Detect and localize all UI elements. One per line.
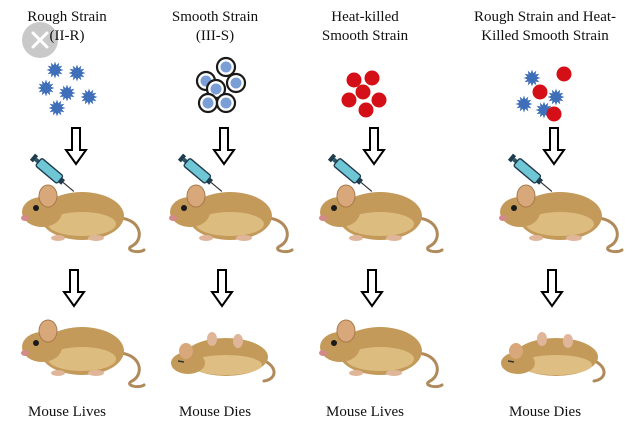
rough-bacterium-icon xyxy=(68,64,86,82)
down-arrow-icon xyxy=(210,269,234,308)
heat-killed-bacterium-icon xyxy=(371,92,387,108)
rough-bacterium-icon xyxy=(48,99,66,117)
rough-bacterium-icon xyxy=(37,79,55,97)
syringe-icon xyxy=(29,153,75,192)
experiment-outcome: Mouse Dies xyxy=(508,404,582,420)
down-arrow-icon xyxy=(64,127,88,166)
injected-mouse xyxy=(499,184,624,254)
experiment-title: Heat-killed Smooth Strain xyxy=(321,9,409,44)
rough-bacterium-icon xyxy=(547,88,565,106)
heat-killed-bacterium-icon xyxy=(546,106,562,122)
experiment-title: Rough Strain (II-R) xyxy=(27,9,107,44)
experiment-outcome: Mouse Lives xyxy=(28,404,106,420)
dead-mouse xyxy=(171,332,276,383)
rough-bacterium-icon xyxy=(535,101,553,119)
down-arrow-icon xyxy=(362,127,386,166)
syringe-icon xyxy=(327,153,373,192)
experiment-outcome: Mouse Dies xyxy=(178,404,252,420)
experiment-art xyxy=(169,56,294,383)
syringe-icon xyxy=(177,153,223,192)
rough-bacterium-icon xyxy=(515,95,533,113)
bacteria-cluster xyxy=(195,56,247,114)
smooth-bacterium-icon xyxy=(205,78,227,100)
smooth-bacterium-icon xyxy=(197,92,219,114)
living-mouse xyxy=(21,319,146,389)
down-arrow-icon xyxy=(360,269,384,308)
experiment-title: Rough Strain and Heat- Killed Smooth Str… xyxy=(473,9,617,44)
bacteria-cluster xyxy=(515,66,572,122)
rough-bacterium-icon xyxy=(80,88,98,106)
heat-killed-bacterium-icon xyxy=(346,72,362,88)
smooth-bacterium-icon xyxy=(225,72,247,94)
heat-killed-bacterium-icon xyxy=(532,84,548,100)
bacteria-cluster xyxy=(341,70,387,118)
rough-bacterium-icon xyxy=(58,84,76,102)
down-arrow-icon xyxy=(212,127,236,166)
experiment-column-3: Heat-killed Smooth Strain Mouse Lives xyxy=(290,0,444,436)
injected-mouse xyxy=(169,184,294,254)
heat-killed-bacterium-icon xyxy=(556,66,572,82)
smooth-bacterium-icon xyxy=(215,56,237,78)
experiment-art xyxy=(21,61,146,389)
dead-mouse xyxy=(501,332,606,383)
injected-mouse xyxy=(21,184,146,254)
heat-killed-bacterium-icon xyxy=(364,70,380,86)
heat-killed-bacterium-icon xyxy=(341,92,357,108)
heat-killed-bacterium-icon xyxy=(355,84,371,100)
experiment-outcome: Mouse Lives xyxy=(326,404,404,420)
smooth-bacterium-icon xyxy=(215,92,237,114)
bacteria-cluster xyxy=(37,61,98,117)
rough-bacterium-icon xyxy=(523,69,541,87)
rough-bacterium-icon xyxy=(46,61,64,79)
heat-killed-bacterium-icon xyxy=(358,102,374,118)
syringe-icon xyxy=(507,153,553,192)
down-arrow-icon xyxy=(62,269,86,308)
experiment-art xyxy=(499,66,624,383)
experiment-title: Smooth Strain (III-S) xyxy=(171,9,259,44)
experiment-column-2: Smooth Strain (III-S) Mouse Dies xyxy=(140,0,294,436)
injected-mouse xyxy=(319,184,444,254)
close-icon xyxy=(31,31,49,49)
experiment-art xyxy=(319,70,444,389)
down-arrow-icon xyxy=(542,127,566,166)
experiment-column-1: Rough Strain (II-R) Mouse Lives xyxy=(0,0,146,436)
living-mouse xyxy=(319,319,444,389)
experiment-column-4: Rough Strain and Heat- Killed Smooth Str… xyxy=(470,0,624,436)
close-button[interactable] xyxy=(22,22,58,58)
down-arrow-icon xyxy=(540,269,564,308)
